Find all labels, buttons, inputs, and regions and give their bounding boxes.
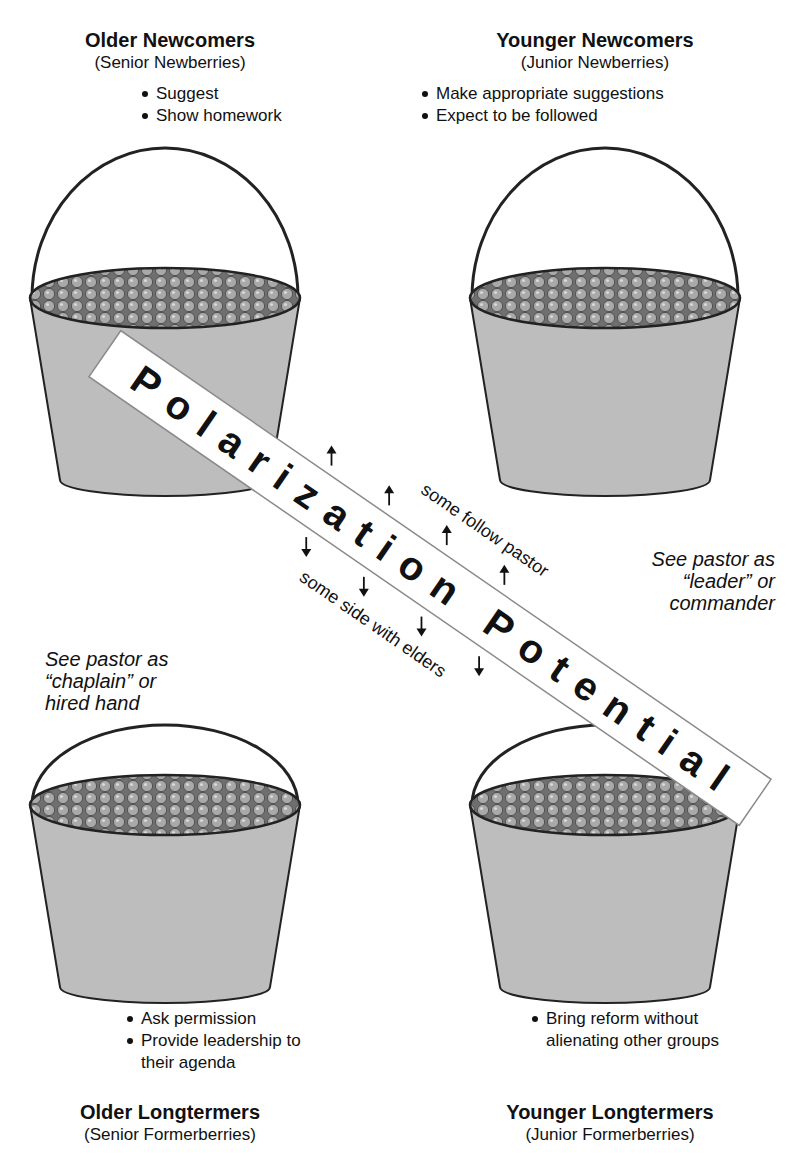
bullet-item: Suggest	[140, 83, 300, 105]
bullet-list: SuggestShow homework	[140, 83, 300, 127]
group-title: Older Newcomers	[40, 28, 300, 52]
bullet-item: Ask permission	[125, 1008, 310, 1030]
banner-band	[89, 331, 771, 826]
bullet-list: Bring reform without alienating other gr…	[530, 1008, 745, 1052]
side-note: See pastor as “leader” or commander	[615, 548, 775, 614]
group-title: Younger Newcomers	[410, 28, 780, 52]
bullet-list: Ask permissionProvide leadership to thei…	[125, 1008, 310, 1074]
side-note: See pastor as “chaplain” or hired hand	[45, 648, 205, 714]
bullet-item: Bring reform without alienating other gr…	[530, 1008, 745, 1052]
banner-text: Polarization Potential	[110, 347, 750, 809]
group-node: Bring reform without alienating other gr…	[460, 1008, 760, 1145]
group-heading: Younger Newcomers(Junior Newberries)	[410, 28, 780, 73]
group-subtitle: (Senior Formerberries)	[30, 1124, 310, 1145]
bullet-list: Make appropriate suggestionsExpect to be…	[420, 83, 720, 127]
group-subtitle: (Junior Formerberries)	[460, 1124, 760, 1145]
bucket	[470, 148, 740, 496]
group-title: Younger Longtermers	[460, 1100, 760, 1124]
bullet-item: Expect to be followed	[420, 105, 720, 127]
bullet-item: Show homework	[140, 105, 300, 127]
group-subtitle: (Senior Newberries)	[40, 52, 300, 73]
bucket	[30, 725, 300, 1003]
group-node: Ask permissionProvide leadership to thei…	[30, 1008, 310, 1145]
group-heading: Younger Longtermers(Junior Formerberries…	[460, 1100, 760, 1145]
group-heading: Older Newcomers(Senior Newberries)	[40, 28, 300, 73]
bullet-item: Make appropriate suggestions	[420, 83, 720, 105]
group-node: Younger Newcomers(Junior Newberries) Make…	[410, 28, 780, 127]
group-heading: Older Longtermers(Senior Formerberries)	[30, 1100, 310, 1145]
group-subtitle: (Junior Newberries)	[410, 52, 780, 73]
bullet-item: Provide leadership to their agenda	[125, 1030, 310, 1074]
group-title: Older Longtermers	[30, 1100, 310, 1124]
group-node: Older Newcomers(Senior Newberries) Sugges…	[40, 28, 300, 127]
